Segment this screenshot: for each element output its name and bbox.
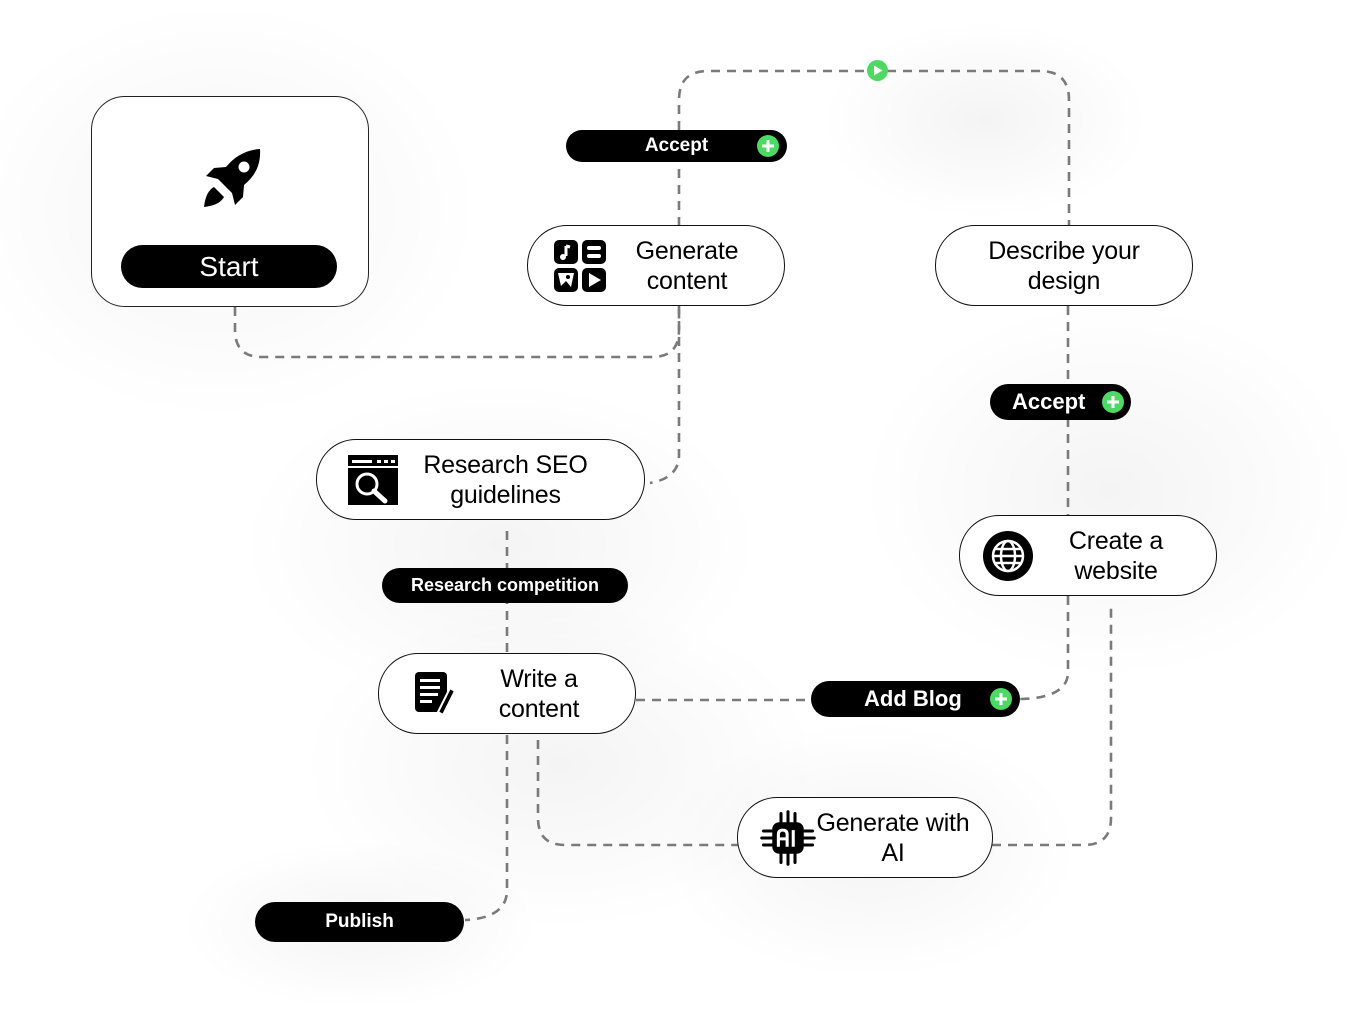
document-edit-icon: [407, 666, 463, 722]
start-button[interactable]: Start: [121, 245, 337, 288]
research-competition-button[interactable]: Research competition: [382, 568, 628, 603]
accept-button-top[interactable]: Accept: [566, 130, 787, 162]
connector-write-to-publish: [464, 735, 509, 922]
pill-label: Research competition: [410, 575, 600, 595]
accept-button-right[interactable]: Accept: [990, 384, 1131, 420]
node-label: Generate content: [635, 236, 739, 295]
play-icon[interactable]: [867, 60, 888, 81]
node-generate-content[interactable]: Generate content: [527, 225, 785, 306]
background-glow: [300, 600, 820, 930]
start-card: Start: [91, 96, 369, 307]
node-describe-design[interactable]: Describe your design: [935, 225, 1193, 306]
browser-search-icon: [345, 452, 401, 508]
node-generate-ai[interactable]: Generate with AI: [737, 797, 993, 878]
pill-label: Accept: [1012, 389, 1086, 414]
node-label: Write a content: [498, 664, 580, 723]
pill-label: Accept: [644, 135, 709, 156]
pill-label: Add Blog: [864, 686, 962, 711]
globe-icon: [980, 528, 1036, 584]
connector-start-to-generate: [233, 305, 681, 359]
plus-icon[interactable]: [757, 135, 779, 157]
publish-button[interactable]: Publish: [255, 902, 464, 942]
add-blog-button[interactable]: Add Blog: [811, 681, 1020, 717]
rocket-icon: [202, 147, 264, 209]
ai-chip-icon: [760, 809, 816, 866]
background-glow: [820, 20, 1150, 220]
connector-write-to-generate-ai: [536, 740, 738, 847]
plus-icon[interactable]: [1102, 391, 1124, 413]
node-write-content[interactable]: Write a content: [378, 653, 636, 734]
node-create-website[interactable]: Create a website: [959, 515, 1217, 596]
node-research-seo[interactable]: Research SEO guidelines: [316, 439, 645, 520]
node-label: Generate with AI: [816, 808, 970, 867]
media-grid-icon: [552, 238, 608, 294]
node-label: Describe your design: [988, 236, 1140, 295]
pill-label: Publish: [325, 911, 394, 932]
plus-icon[interactable]: [990, 688, 1012, 710]
connector-generate-to-research: [649, 305, 681, 485]
node-label: Research SEO guidelines: [423, 450, 588, 509]
connector-website-to-addblog: [1019, 596, 1070, 701]
node-label: Create a website: [1068, 526, 1164, 585]
background-glow: [860, 300, 1353, 680]
connector-generate-ai-to-website: [992, 602, 1113, 847]
